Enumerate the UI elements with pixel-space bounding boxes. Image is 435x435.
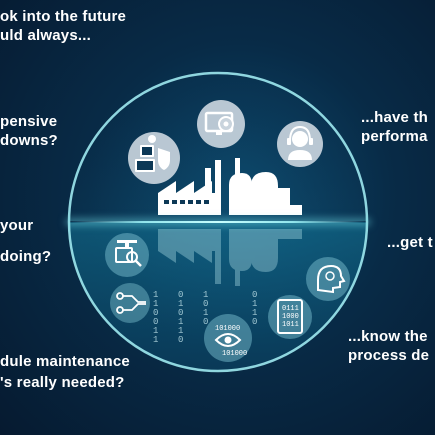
eye-icon (204, 314, 252, 362)
chip-code-1: 1000 (282, 313, 299, 321)
head-ai-icon (306, 257, 350, 301)
binary-col2-3: 1 (178, 317, 183, 327)
right-answer3-line1: ...know the (348, 328, 428, 345)
left-question2-line2: doing? (0, 248, 52, 265)
factory-reflection (158, 229, 302, 286)
right-answer1-line2: performa (361, 128, 428, 145)
binary-col3-1: 0 (203, 299, 208, 309)
left-question1-line2: downs? (0, 132, 58, 149)
binary-col2-0: 0 (178, 290, 183, 300)
binary-col2-2: 0 (178, 308, 183, 318)
binary-col1-2: 0 (153, 308, 158, 318)
binary-col1-3: 0 (153, 317, 158, 327)
binary-col4-1: 1 (252, 299, 257, 309)
binary-col1-5: 1 (153, 335, 158, 345)
binary-col3-0: 1 (203, 290, 208, 300)
binary-col2-4: 1 (178, 326, 183, 336)
dashboard-icon (128, 132, 180, 184)
right-answer2-line1: ...get t (387, 234, 433, 251)
binary-col2-1: 1 (178, 299, 183, 309)
binary-col3-3: 0 (203, 317, 208, 327)
binary-col4-2: 1 (252, 308, 257, 318)
right-answer3-line2: process de (348, 347, 430, 364)
left-question2-line1: your (0, 217, 34, 234)
binary-col3-2: 1 (203, 308, 208, 318)
eye-code-bottom: 101000 (222, 350, 247, 358)
drone-inspection-icon (105, 233, 149, 277)
headline-line1: ok into the future (0, 8, 127, 25)
binary-col1-0: 1 (153, 290, 158, 300)
left-question1-line1: pensive (0, 113, 58, 130)
eye-code-top: 101000 (215, 325, 240, 333)
left-question3-line2: 's really needed? (0, 374, 125, 391)
chip-code-2: 1011 (282, 321, 299, 329)
monitor-settings-icon (197, 100, 245, 148)
binary-col4-3: 0 (252, 317, 257, 327)
horizon-line (68, 221, 368, 223)
binary-col2-5: 0 (178, 335, 183, 345)
binary-rain: 1 1 0 0 1 1 0 1 0 1 1 0 1 0 1 0 0 1 1 0 (153, 290, 257, 345)
binary-col4-0: 0 (252, 290, 257, 300)
binary-tablet-icon (268, 295, 312, 339)
binary-col1-4: 1 (153, 326, 158, 336)
support-agent-icon (277, 121, 323, 167)
right-answer1-line1: ...have th (361, 109, 429, 126)
headline-line2: uld always... (0, 27, 91, 44)
chip-code-0: 0111 (282, 305, 299, 313)
factory-icon (158, 158, 302, 215)
binary-col1-1: 1 (153, 299, 158, 309)
left-question3-line1: dule maintenance (0, 353, 130, 370)
circuit-icon (110, 283, 150, 323)
